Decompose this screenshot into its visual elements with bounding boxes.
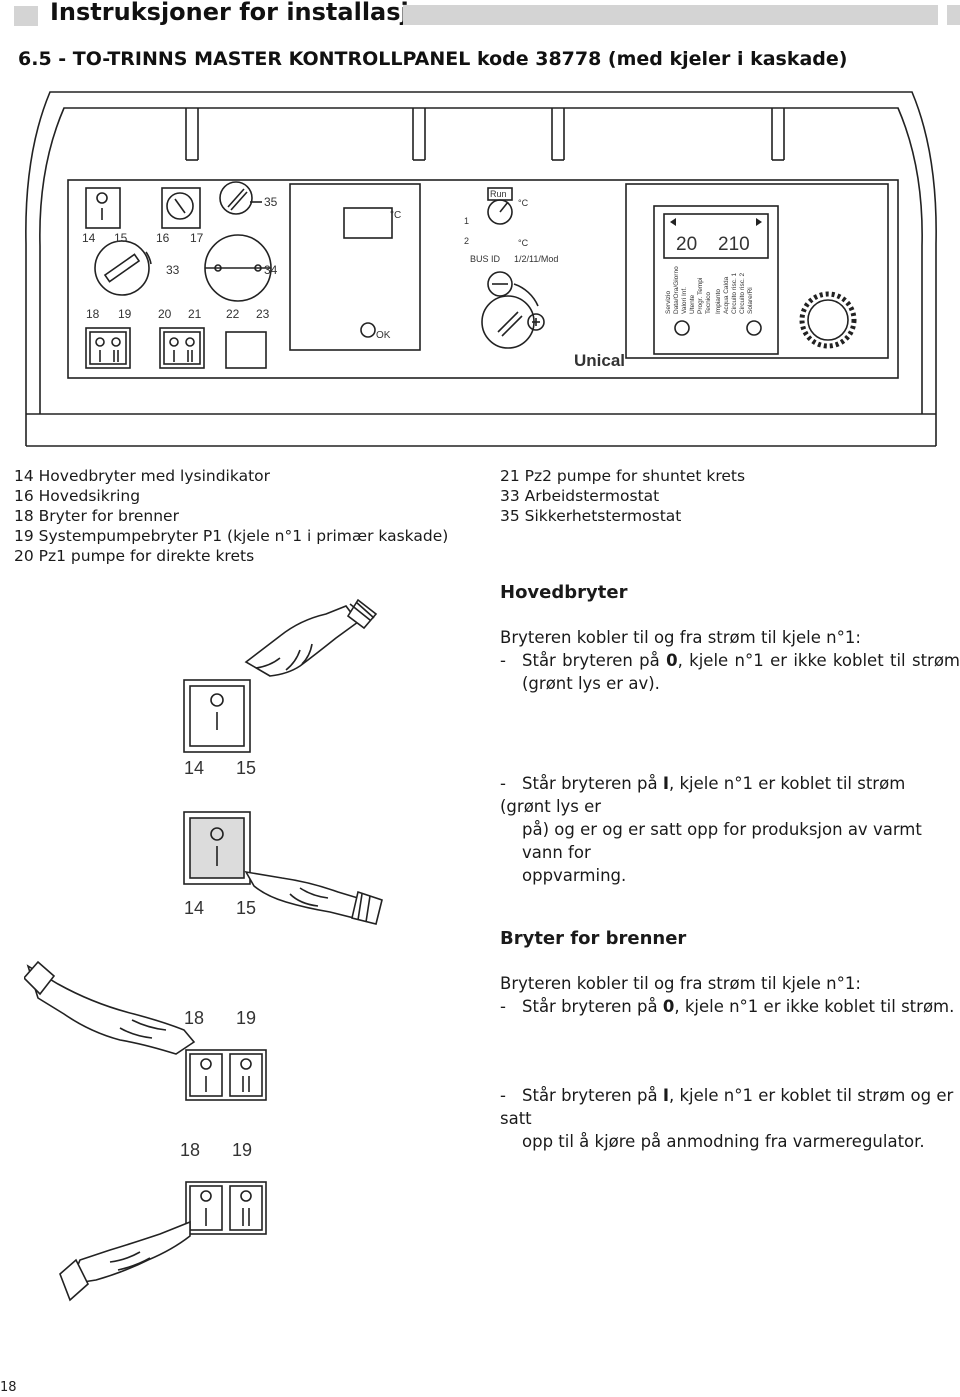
legend-item: 21 Pz2 pumpe for shuntet krets xyxy=(500,467,746,485)
burner-switch-bottom-illustration: 18 19 xyxy=(59,1140,267,1302)
display-menu-item: Valori Inf. xyxy=(681,287,688,314)
burner-switch-on-line: -Står bryteren på I, kjele n°1 er koblet… xyxy=(500,1086,954,1128)
burner-bottom-label-19: 19 xyxy=(232,1140,252,1160)
main-switch-on-text: -Står bryteren på I, kjele n°1 er koblet… xyxy=(500,772,960,887)
main-switch-off-illustration: 14 15 xyxy=(183,598,378,778)
display-value-left: 20 xyxy=(676,234,697,255)
main-switch-on-line: -Står bryteren på I, kjele n°1 er koblet… xyxy=(500,774,906,816)
panel-label-33: 33 xyxy=(166,263,180,277)
legend-right: 21 Pz2 pumpe for shuntet krets 33 Arbeid… xyxy=(500,466,745,526)
display-value-right: 210 xyxy=(718,234,750,255)
legend-item: 20 Pz1 pumpe for direkte krets xyxy=(14,547,255,565)
thermo-unit: °C xyxy=(390,210,401,221)
legend-item: 16 Hovedsikring xyxy=(14,487,141,505)
panel-label-19: 19 xyxy=(118,307,132,321)
brand-logo: Unical xyxy=(574,351,625,370)
burner-switch-text: Bryteren kobler til og fra strøm til kje… xyxy=(500,972,960,1018)
panel-label-20: 20 xyxy=(158,307,172,321)
burner-switch-on-cont: opp til å kjøre på anmodning fra varmere… xyxy=(522,1132,925,1151)
panel-label-21: 21 xyxy=(188,307,202,321)
page-number: 18 xyxy=(0,1380,17,1395)
main-switch-on-cont1: på) og er og er satt opp for produksjon … xyxy=(522,820,922,862)
section-subtitle: 6.5 - TO-TRINNS MASTER KONTROLLPANEL kod… xyxy=(18,48,848,70)
legend-left: 14 Hovedbryter med lysindikator 16 Hoved… xyxy=(14,466,448,566)
main-on-label-15: 15 xyxy=(236,898,256,918)
display-menu-item: Circuito risc. 2 xyxy=(739,272,746,314)
display-menu-item: Tecnico xyxy=(705,292,712,314)
selector-unit-1: °C xyxy=(518,198,529,208)
section-heading-burner-switch: Bryter for brenner xyxy=(500,928,687,949)
display-menu-item: Data/Ora/Giorno xyxy=(673,266,680,314)
main-switch-on-illustration: 14 15 xyxy=(183,811,383,925)
legend-item: 19 Systempumpebryter P1 (kjele n°1 i pri… xyxy=(14,527,449,545)
header-square xyxy=(14,6,38,26)
panel-label-16: 16 xyxy=(156,231,170,245)
selector-pos2: 2 xyxy=(464,236,469,246)
page-title: Instruksjoner for installasjon xyxy=(50,0,443,26)
selector-run: Run xyxy=(490,189,507,199)
selector-bus-id: BUS ID xyxy=(470,254,501,264)
selector-pos1: 1 xyxy=(464,216,469,226)
burner-switch-off-line: -Står bryteren på 0, kjele n°1 er ikke k… xyxy=(500,997,955,1016)
display-menu-item: Impianto xyxy=(715,289,722,314)
header-square-right xyxy=(947,5,960,25)
panel-label-35: 35 xyxy=(264,195,278,209)
display-menu-item: Circuito risc. 1 xyxy=(731,272,738,314)
display-menu-item: Utente xyxy=(689,294,696,314)
selector-mode: 1/2/11/Mod xyxy=(514,254,558,264)
burner-top-label-18: 18 xyxy=(184,1008,204,1028)
header-bar xyxy=(403,5,938,25)
main-switch-intro: Bryteren kobler til og fra strøm til kje… xyxy=(500,628,861,647)
control-panel-diagram: 14 15 16 17 35 33 34 18 19 20 21 22 23 °… xyxy=(25,91,937,447)
main-off-label-15: 15 xyxy=(236,758,256,778)
display-menu-item: Servizio xyxy=(665,290,672,314)
display-menu-item: Acqua Calda xyxy=(723,276,730,314)
main-on-label-14: 14 xyxy=(184,898,204,918)
burner-top-label-19: 19 xyxy=(236,1008,256,1028)
main-off-label-14: 14 xyxy=(184,758,204,778)
display-menu-item: Progr. Tempi xyxy=(697,278,704,314)
panel-label-17: 17 xyxy=(190,231,204,245)
legend-item: 14 Hovedbryter med lysindikator xyxy=(14,467,270,485)
main-switch-off-line: -Står bryteren på 0, kjele n°1 er ikke k… xyxy=(500,651,960,670)
burner-bottom-label-18: 18 xyxy=(180,1140,200,1160)
panel-label-34: 34 xyxy=(264,263,278,277)
panel-label-18: 18 xyxy=(86,307,100,321)
thermo-ok: OK xyxy=(376,330,391,341)
panel-label-23: 23 xyxy=(256,307,270,321)
main-switch-on-cont2: oppvarming. xyxy=(522,866,627,885)
panel-label-22: 22 xyxy=(226,307,240,321)
legend-item: 18 Bryter for brenner xyxy=(14,507,179,525)
main-switch-text: Bryteren kobler til og fra strøm til kje… xyxy=(500,626,960,695)
selector-unit-2: °C xyxy=(518,238,529,248)
legend-item: 35 Sikkerhetstermostat xyxy=(500,507,682,525)
main-switch-off-cont: (grønt lys er av). xyxy=(522,674,660,693)
burner-switch-on-text: -Står bryteren på I, kjele n°1 er koblet… xyxy=(500,1084,960,1153)
burner-switch-top-illustration: 18 19 xyxy=(24,960,267,1101)
display-menu-item: Solare/Ri xyxy=(747,287,754,314)
burner-switch-intro: Bryteren kobler til og fra strøm til kje… xyxy=(500,974,861,993)
panel-label-15: 15 xyxy=(114,231,128,245)
panel-label-14: 14 xyxy=(82,231,96,245)
legend-item: 33 Arbeidstermostat xyxy=(500,487,660,505)
section-heading-main-switch: Hovedbryter xyxy=(500,582,628,603)
